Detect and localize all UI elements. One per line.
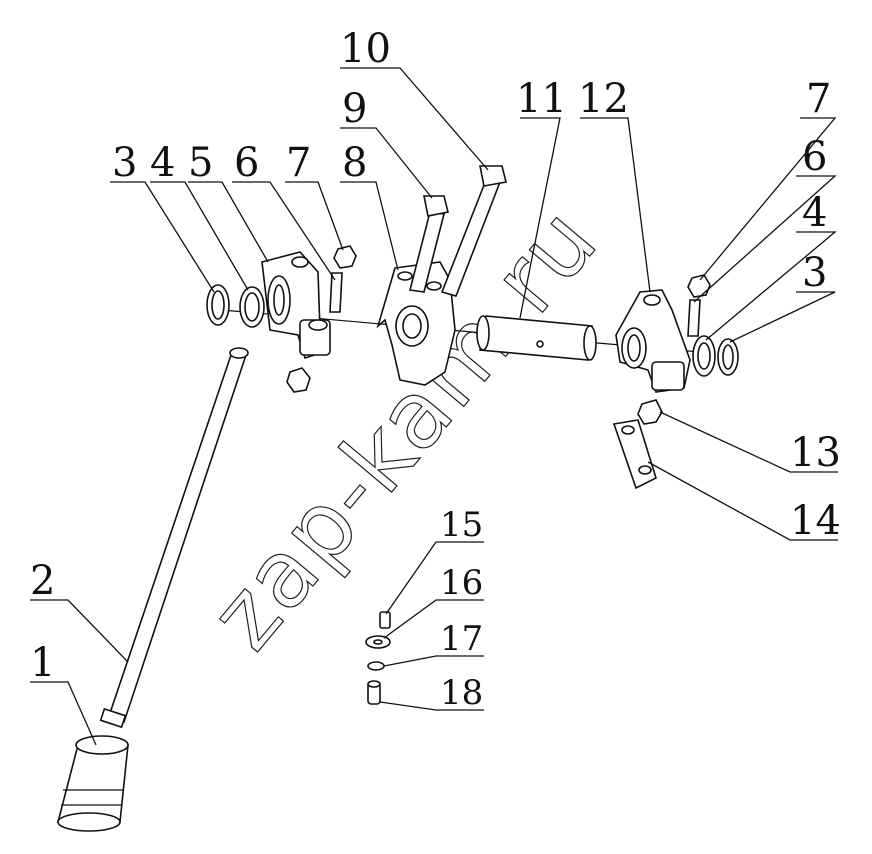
callout-6-right: 6: [802, 134, 827, 180]
part-16-washer: [365, 635, 391, 649]
part-8-rocker-support: [376, 261, 456, 386]
callout-9: 9: [342, 86, 367, 132]
callout-5: 5: [188, 140, 213, 186]
callout-8: 8: [342, 140, 367, 186]
part-4-washer-left: [239, 286, 265, 328]
callout-4-left: 4: [150, 140, 175, 186]
part-3-retaining-ring-left: [206, 284, 230, 326]
part-2-push-rod: [99, 347, 249, 729]
callout-7-right: 7: [806, 76, 831, 122]
part-5-rocker-arm-left: [261, 251, 332, 360]
callout-3-right: 3: [802, 250, 827, 296]
part-6-adjusting-screw-right: [687, 299, 701, 337]
callout-13: 13: [790, 430, 841, 476]
leader-lines: [30, 67, 838, 746]
nut-below-left-rocker: [286, 367, 311, 393]
callout-1: 1: [30, 640, 55, 686]
callout-labels: 1 2 3 4 5 6 7 8 9 10 11 12 7 6 4 3 13 14…: [30, 26, 841, 713]
callout-6-left: 6: [234, 140, 259, 186]
part-6-adjusting-screw-left: [329, 272, 343, 313]
part-14-valve-bridge: [612, 419, 657, 490]
part-18-pin: [367, 680, 381, 705]
callout-3-left: 3: [112, 140, 137, 186]
callout-7-left: 7: [286, 140, 311, 186]
part-1-tappet: [56, 735, 129, 832]
part-3-retaining-ring-right: [717, 338, 739, 376]
callout-2: 2: [30, 558, 55, 604]
callout-4-right: 4: [802, 190, 827, 236]
callout-10: 10: [340, 26, 391, 72]
callout-14: 14: [790, 498, 841, 544]
callout-16: 16: [440, 563, 483, 603]
part-10-bolt: [440, 165, 507, 297]
callout-11: 11: [516, 76, 567, 122]
part-15-screw: [379, 611, 391, 629]
part-13-nut: [637, 399, 663, 425]
callout-15: 15: [440, 505, 483, 545]
watermark: zap-kam.ru: [190, 187, 619, 669]
part-7-lock-nut-right: [687, 274, 711, 298]
part-17-ring: [367, 661, 385, 671]
callout-18: 18: [440, 673, 483, 713]
part-4-washer-right: [692, 335, 716, 377]
part-12-rocker-arm-right: [615, 289, 691, 393]
callout-12: 12: [578, 76, 629, 122]
part-9-bolt: [409, 195, 449, 293]
callout-17: 17: [440, 619, 483, 659]
part-7-lock-nut-left: [333, 245, 357, 269]
part-11-rocker-shaft: [476, 315, 597, 361]
